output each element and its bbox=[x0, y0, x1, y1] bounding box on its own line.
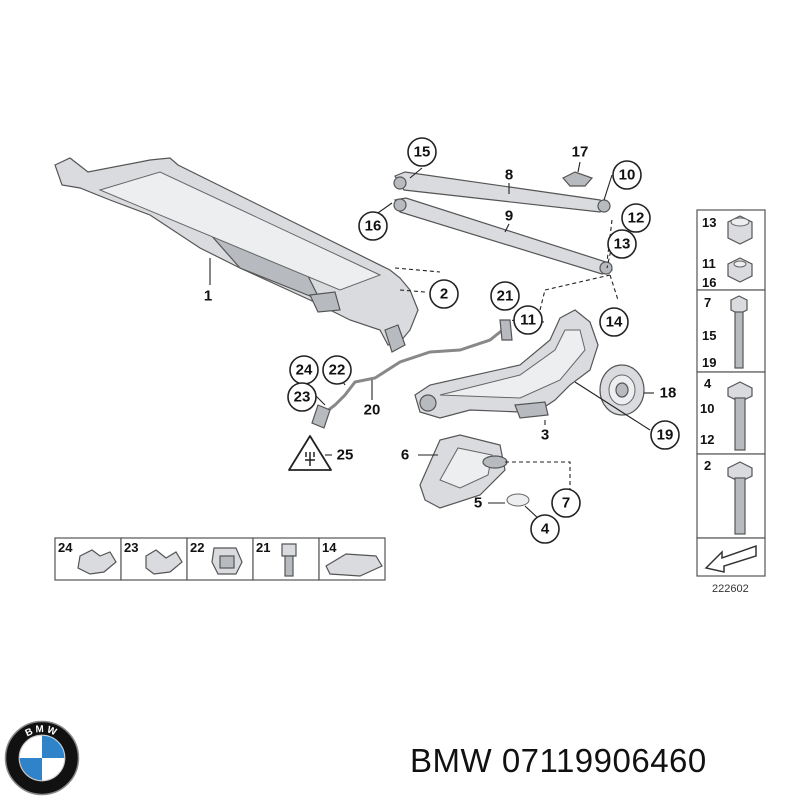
svg-text:22: 22 bbox=[329, 362, 346, 379]
label-3: 3 bbox=[541, 427, 549, 444]
strip-label-21: 21 bbox=[256, 540, 270, 555]
label-25: 25 bbox=[337, 447, 354, 464]
strip-label-22: 22 bbox=[190, 540, 204, 555]
table-label-19: 19 bbox=[702, 355, 716, 370]
svg-text:BMW: BMW bbox=[24, 724, 60, 739]
callout-14: 14 bbox=[599, 307, 629, 337]
svg-text:4: 4 bbox=[541, 521, 550, 538]
callout-24: 24 bbox=[289, 355, 319, 385]
part-caption: BMW 07119906460 bbox=[410, 742, 707, 780]
svg-text:10: 10 bbox=[619, 167, 636, 184]
svg-text:16: 16 bbox=[365, 218, 382, 235]
table-label-11: 11 bbox=[702, 256, 716, 271]
label-9: 9 bbox=[505, 208, 513, 225]
strip-label-24: 24 bbox=[58, 540, 73, 555]
small-parts-strip: 24 23 22 21 14 bbox=[54, 537, 386, 581]
wheel-hub-part bbox=[599, 364, 645, 416]
callout-13: 13 bbox=[607, 229, 637, 259]
fastener-table: 13 11 16 7 15 19 4 10 12 2 222602 bbox=[696, 209, 766, 595]
svg-text:14: 14 bbox=[606, 314, 623, 331]
bmw-logo: BMW bbox=[4, 720, 80, 796]
callout-10: 10 bbox=[612, 160, 642, 190]
svg-text:7: 7 bbox=[562, 495, 570, 512]
table-label-15: 15 bbox=[702, 328, 716, 343]
svg-text:12: 12 bbox=[628, 210, 645, 227]
part-number: 07119906460 bbox=[501, 742, 707, 779]
table-label-2: 2 bbox=[704, 458, 711, 473]
callout-19: 19 bbox=[650, 420, 680, 450]
svg-text:11: 11 bbox=[520, 312, 536, 329]
wheel-carrier-part bbox=[414, 309, 599, 419]
callout-11: 11 bbox=[513, 305, 543, 335]
subframe-part bbox=[54, 157, 419, 353]
svg-text:15: 15 bbox=[414, 144, 431, 161]
table-label-13: 13 bbox=[702, 215, 716, 230]
svg-text:24: 24 bbox=[296, 362, 313, 379]
table-label-16: 16 bbox=[702, 275, 716, 290]
callout-15: 15 bbox=[407, 137, 437, 167]
reference-code: 222602 bbox=[712, 583, 749, 595]
label-1: 1 bbox=[204, 288, 212, 305]
upper-link-part bbox=[393, 171, 613, 275]
svg-text:23: 23 bbox=[294, 389, 311, 406]
callout-23: 23 bbox=[287, 382, 317, 412]
brand-name: BMW bbox=[410, 742, 493, 779]
sensor-cable-part bbox=[311, 319, 513, 429]
bracket-part bbox=[419, 434, 530, 509]
label-8: 8 bbox=[505, 167, 513, 184]
label-20: 20 bbox=[364, 402, 381, 419]
label-5: 5 bbox=[474, 495, 482, 512]
strip-label-23: 23 bbox=[124, 540, 138, 555]
table-label-7: 7 bbox=[704, 295, 711, 310]
callout-22: 22 bbox=[322, 355, 352, 385]
electrical-warning-icon bbox=[288, 435, 332, 471]
label-17: 17 bbox=[572, 144, 589, 161]
table-label-10: 10 bbox=[700, 401, 714, 416]
svg-text:13: 13 bbox=[614, 236, 631, 253]
svg-text:21: 21 bbox=[497, 288, 514, 305]
table-label-12: 12 bbox=[700, 432, 714, 447]
svg-text:2: 2 bbox=[440, 286, 448, 303]
strip-label-14: 14 bbox=[322, 540, 337, 555]
logo-text: BMW bbox=[24, 724, 58, 739]
callout-16: 16 bbox=[358, 211, 388, 241]
callout-2: 2 bbox=[429, 279, 459, 309]
label-18: 18 bbox=[660, 385, 677, 402]
callout-7: 7 bbox=[551, 488, 581, 518]
callout-12: 12 bbox=[621, 203, 651, 233]
callout-4: 4 bbox=[530, 514, 560, 544]
table-label-4: 4 bbox=[704, 376, 712, 391]
svg-text:19: 19 bbox=[657, 427, 674, 444]
callout-21: 21 bbox=[490, 281, 520, 311]
label-6: 6 bbox=[401, 447, 409, 464]
